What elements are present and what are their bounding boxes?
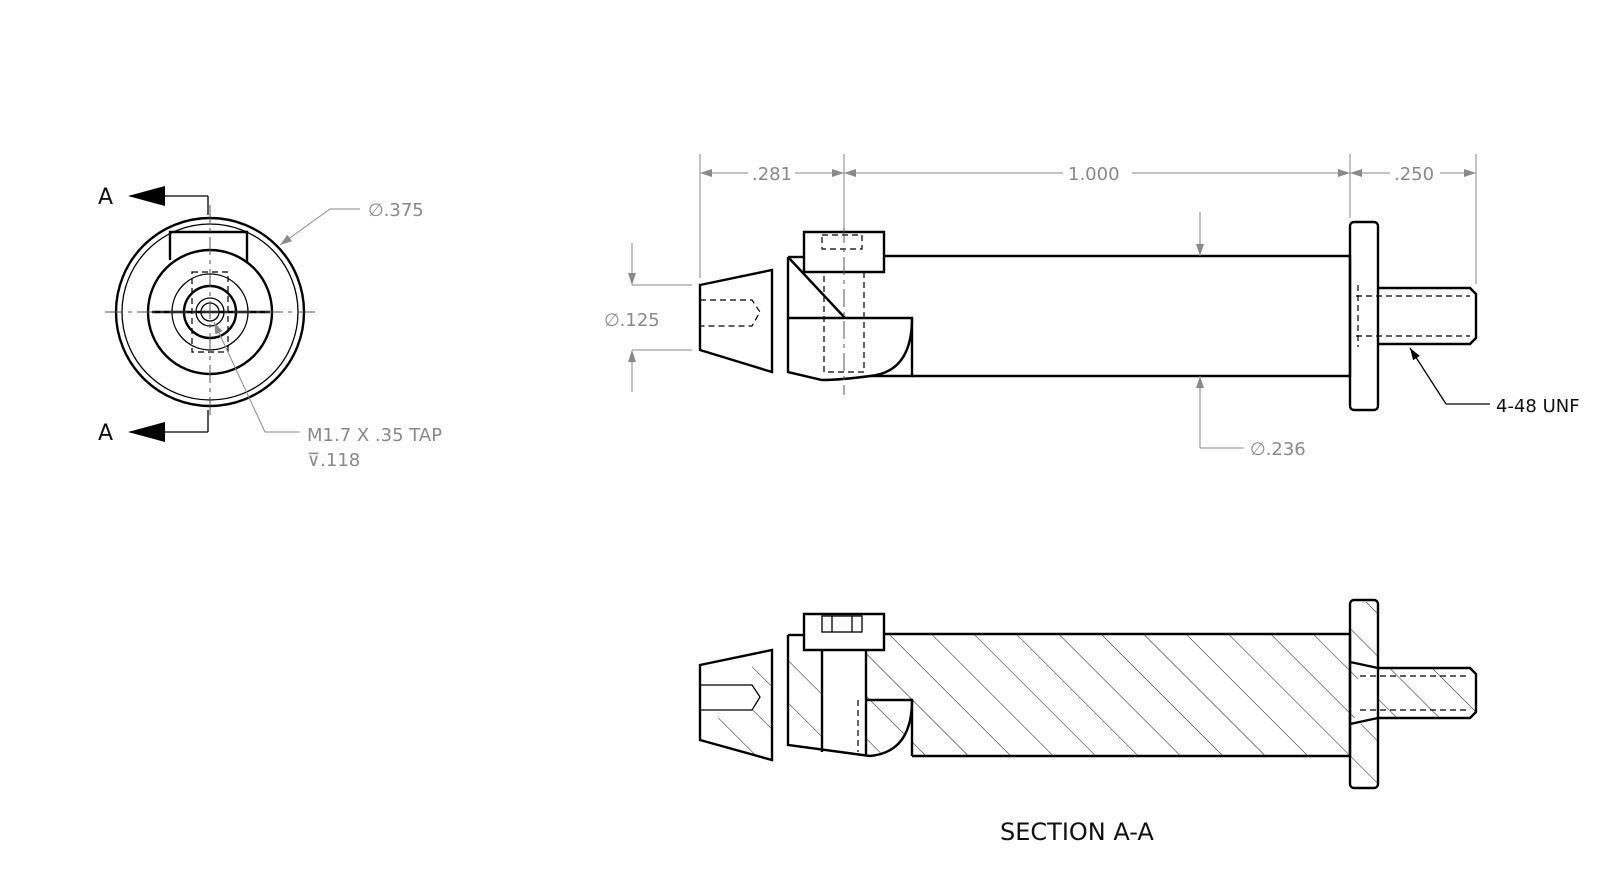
dia-375-callout: ∅.375 <box>279 200 424 246</box>
section-letter-bottom: A <box>98 421 113 446</box>
dim-281-label: .281 <box>752 164 792 185</box>
dia-236-label: ∅.236 <box>1250 439 1306 460</box>
side-view <box>698 220 1478 412</box>
end-view <box>105 205 315 420</box>
section-view: SECTION A-A <box>698 598 1478 846</box>
dimension-chain: .281 1.000 .250 <box>699 154 1477 284</box>
dia-375-label: ∅.375 <box>368 200 424 221</box>
dia-236-callout: ∅.236 <box>1196 212 1306 460</box>
tap-spec-label: M1.7 X .35 TAP <box>307 425 442 446</box>
tap-callout: M1.7 X .35 TAP ⊽.118 <box>213 321 442 471</box>
thread-callout: 4-48 UNF <box>1409 347 1580 417</box>
thread-label: 4-48 UNF <box>1496 396 1580 417</box>
section-marker-bottom: A <box>98 410 209 446</box>
dim-250-label: .250 <box>1394 164 1434 185</box>
dia-125-callout: ∅.125 <box>604 243 692 392</box>
section-title: SECTION A-A <box>1000 818 1154 846</box>
section-letter-top: A <box>98 185 113 210</box>
dim-1000-label: 1.000 <box>1068 164 1120 185</box>
tap-depth-label: ⊽.118 <box>307 450 360 471</box>
dia-125-label: ∅.125 <box>604 310 660 331</box>
section-marker-top: A <box>98 185 209 215</box>
